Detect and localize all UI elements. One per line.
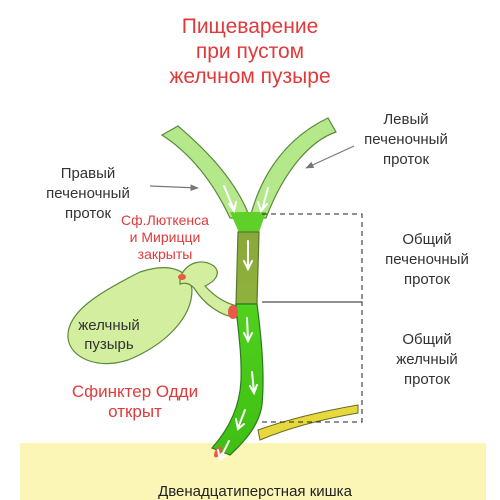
- right-hepatic-duct: [160, 125, 251, 219]
- oddi-sphincter-label: Сфинктер Одди открыт: [71, 382, 199, 421]
- cystic-duct: [179, 261, 239, 319]
- pointer-arrow-icon: [305, 145, 355, 169]
- diagram-title: Пищеварение при пустом желчном пузыре: [169, 15, 331, 88]
- left-hepatic-duct-label: Левый печеночный проток: [364, 111, 448, 168]
- common-bile-duct: [210, 303, 264, 456]
- right-hepatic-duct-label: Правый печеночный проток: [46, 165, 130, 222]
- mirizzi-sphincter-marker: [228, 305, 238, 319]
- flow-arrow-icon: [217, 185, 269, 462]
- hepatic-junction: [230, 212, 266, 235]
- duct-brackets: [258, 213, 363, 423]
- duodenum-shape: [20, 443, 486, 500]
- lutkens-sphincter-label: Сф.Люткенса и Мирицци закрыты: [121, 212, 209, 262]
- pointer-arrow-icon: [149, 184, 199, 192]
- gallbladder-label: желчный пузырь: [78, 317, 140, 353]
- common-bile-duct-label: Общий желчный проток: [396, 331, 458, 388]
- lutkens-sphincter-marker: [178, 274, 186, 280]
- duodenum-label: Двенадцатиперстная кишка: [158, 483, 352, 500]
- common-hepatic-duct-label: Общий печеночный проток: [385, 231, 469, 288]
